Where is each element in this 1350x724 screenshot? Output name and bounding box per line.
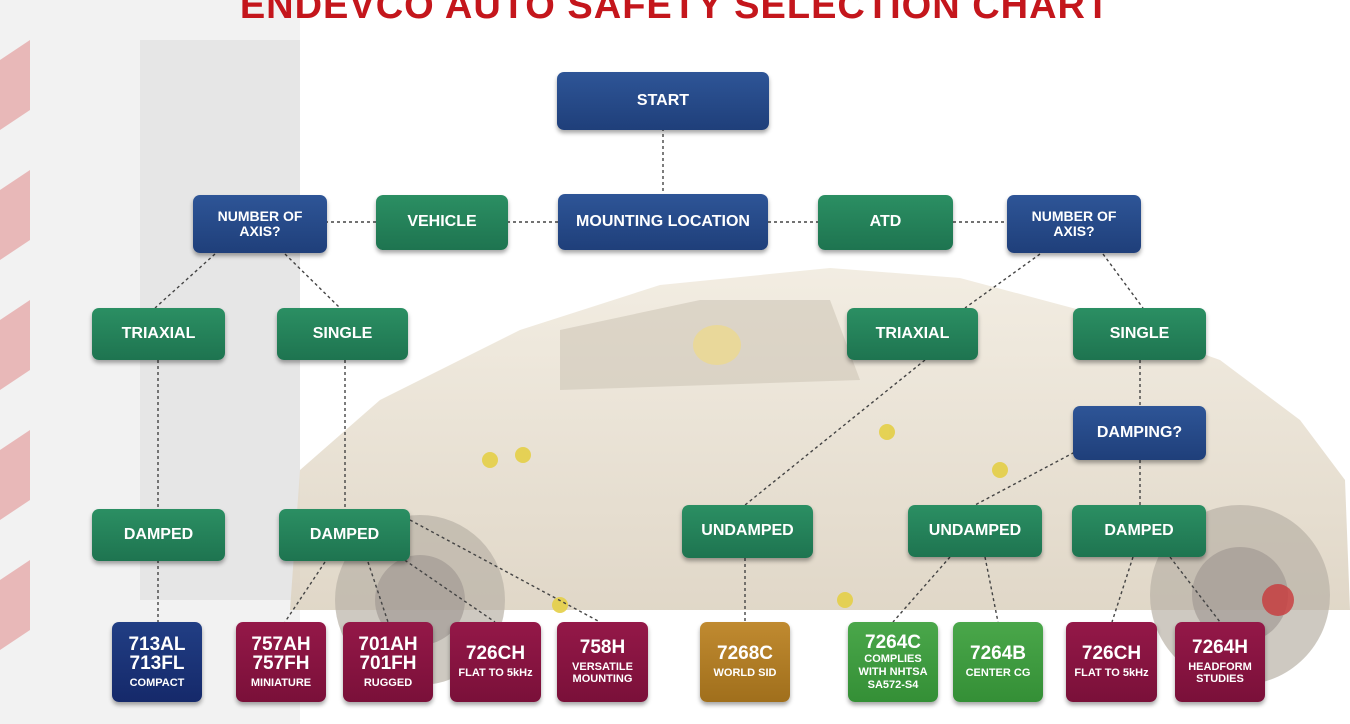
product-7268c: 7268C WORLD SID [700, 622, 790, 702]
product-model: 701FH [359, 653, 417, 675]
product-caption: CENTER CG [965, 666, 1031, 679]
vehicle-triaxial-damped-node: DAMPED [92, 509, 225, 561]
product-caption: MINIATURE [250, 676, 312, 689]
product-caption: FLAT TO 5kHz [1074, 666, 1149, 679]
atd-single-node: SINGLE [1073, 308, 1206, 360]
chart-title: ENDEVCO AUTO SAFETY SELECTION CHART [239, 0, 1111, 27]
product-model: 757AH [251, 633, 311, 655]
product-caption: COMPACT [129, 676, 185, 689]
product-model: 701AH [358, 633, 418, 655]
product-caption: COMPLIES WITH NHTSA SA572-S4 [858, 653, 928, 691]
atd-triaxial-node: TRIAXIAL [847, 308, 978, 360]
product-726ch-atd: 726CH FLAT TO 5kHz [1066, 622, 1157, 702]
product-model: 713AL [128, 633, 186, 655]
damping-node: DAMPING? [1073, 406, 1206, 460]
product-7264c: 7264C COMPLIES WITH NHTSA SA572-S4 [848, 622, 938, 702]
product-7264h: 7264H HEADFORM STUDIES [1175, 622, 1265, 702]
product-caption: WORLD SID [713, 666, 777, 679]
atd-number-of-axis-node: NUMBER OF AXIS? [1007, 195, 1141, 253]
start-node: START [557, 72, 769, 130]
product-701: 701AH 701FH RUGGED [343, 622, 433, 702]
product-model: 7264H [1192, 637, 1248, 659]
product-model: 726CH [1081, 643, 1142, 665]
vehicle-triaxial-node: TRIAXIAL [92, 308, 225, 360]
product-7264b: 7264B CENTER CG [953, 622, 1043, 702]
product-758h: 758H VERSATILE MOUNTING [557, 622, 648, 702]
product-model: 713FL [129, 653, 185, 675]
product-caption: VERSATILE MOUNTING [572, 660, 633, 686]
dummy-head [693, 325, 741, 365]
product-model: 7264B [970, 643, 1026, 665]
atd-single-damped-node: DAMPED [1072, 505, 1206, 557]
atd-triaxial-undamped-node: UNDAMPED [682, 505, 813, 558]
mounting-location-node: MOUNTING LOCATION [558, 194, 768, 250]
vehicle-single-node: SINGLE [277, 308, 408, 360]
vehicle-single-damped-node: DAMPED [279, 509, 410, 561]
product-757: 757AH 757FH MINIATURE [236, 622, 326, 702]
product-713: 713AL 713FL COMPACT [112, 622, 202, 702]
product-caption: FLAT TO 5kHz [458, 666, 533, 679]
product-model: 758H [579, 637, 626, 659]
product-model: 757FH [252, 653, 310, 675]
product-caption: RUGGED [363, 676, 413, 689]
barrier-stripes [0, 40, 30, 650]
product-model: 726CH [465, 643, 526, 665]
atd-single-undamped-node: UNDAMPED [908, 505, 1042, 557]
vehicle-number-of-axis-node: NUMBER OF AXIS? [193, 195, 327, 253]
product-model: 7264C [865, 631, 921, 653]
product-caption: HEADFORM STUDIES [1188, 660, 1252, 686]
brake-caliper [1262, 584, 1294, 616]
product-726ch-vehicle: 726CH FLAT TO 5kHz [450, 622, 541, 702]
atd-node: ATD [818, 195, 953, 250]
vehicle-node: VEHICLE [376, 195, 508, 250]
product-model: 7268C [717, 643, 773, 665]
